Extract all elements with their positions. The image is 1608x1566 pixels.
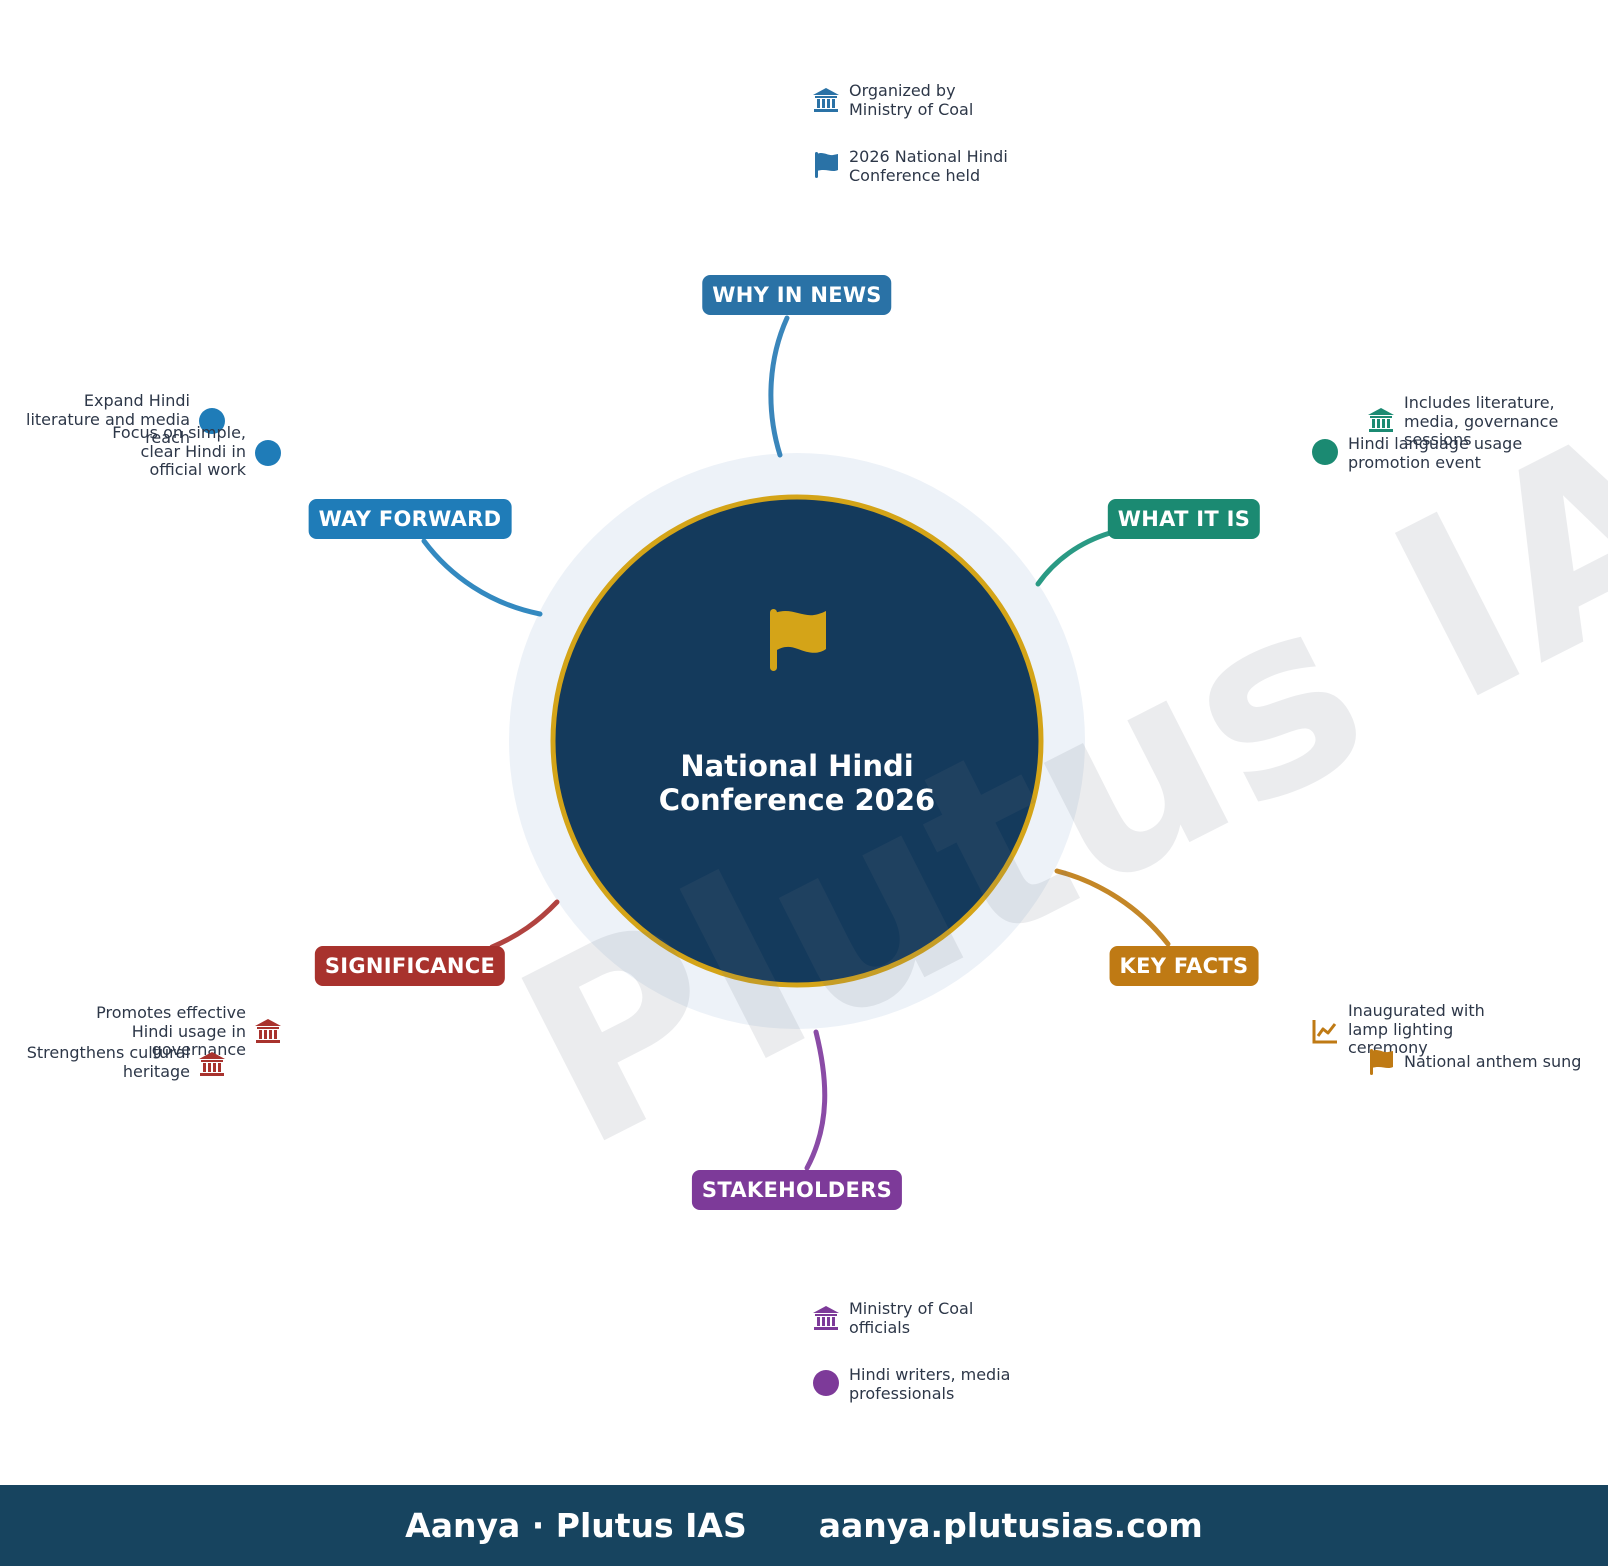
center-node xyxy=(550,494,1044,988)
center-flag-icon xyxy=(770,609,826,671)
bank-icon xyxy=(811,1303,841,1333)
branch-label-way-forward: WAY FORWARD xyxy=(308,499,512,539)
leaf-text-sig-1: Promotes effective Hindi usage in govern… xyxy=(96,1003,246,1059)
footer-brand: Aanya · Plutus IAS xyxy=(405,1506,747,1545)
leaf-text-what-1: Includes literature, media, governance s… xyxy=(1404,393,1559,449)
bank-icon xyxy=(253,1016,283,1046)
dot-icon xyxy=(811,1368,841,1398)
flag-icon xyxy=(811,150,841,180)
leaf-text-way-1: Expand Hindi literature and media reach xyxy=(26,391,190,447)
dot-icon xyxy=(1310,437,1340,467)
leaf-text-way-2: Focus on simple, clear Hindi in official… xyxy=(112,423,246,479)
connector-why-in-news xyxy=(768,315,790,458)
leaf-text-why-2: 2026 National Hindi Conference held xyxy=(849,147,1008,185)
leaf-text-why-1: Organized by Ministry of Coal xyxy=(849,81,974,119)
bank-icon xyxy=(811,85,841,115)
leaf-text-what-2: Hindi language usage promotion event xyxy=(1348,434,1523,472)
connector-stakeholders xyxy=(804,1029,828,1171)
footer-url[interactable]: aanya.plutusias.com xyxy=(818,1506,1203,1545)
branch-label-significance: SIGNIFICANCE xyxy=(314,946,506,986)
center-title-line-2: Conference 2026 xyxy=(659,783,935,817)
branch-label-what-it-is: WHAT IT IS xyxy=(1107,499,1261,539)
center-title-line-1: National Hindi xyxy=(680,749,913,783)
connector-significance xyxy=(489,899,560,950)
leaf-text-key-1: Inaugurated with lamp lighting ceremony xyxy=(1348,1001,1485,1057)
bank-icon xyxy=(1366,405,1396,435)
leaf-text-stake-1: Ministry of Coal officials xyxy=(849,1299,974,1337)
connector-way-forward xyxy=(421,538,543,617)
branch-label-key-facts: KEY FACTS xyxy=(1109,946,1259,986)
dot-icon xyxy=(253,438,283,468)
chart-icon xyxy=(1310,1016,1340,1046)
connector-what-it-is xyxy=(1035,530,1113,587)
connector-key-facts xyxy=(1054,868,1171,947)
mind-map-canvas: National Hindi Conference 2026 Plutus IA… xyxy=(421,287,1608,1203)
branch-label-why-in-news: WHY IN NEWS xyxy=(702,275,892,315)
flag-icon xyxy=(1366,1047,1396,1077)
leaf-text-stake-2: Hindi writers, media professionals xyxy=(849,1365,1011,1403)
leaf-text-key-2: National anthem sung xyxy=(1404,1052,1582,1071)
bank-icon xyxy=(197,1049,227,1079)
footer-bar: Aanya · Plutus IAS aanya.plutusias.com xyxy=(0,1485,1608,1566)
dot-icon xyxy=(197,406,227,436)
leaf-text-sig-2: Strengthens cultural heritage xyxy=(26,1043,190,1081)
branch-label-stakeholders: STAKEHOLDERS xyxy=(691,1170,903,1210)
